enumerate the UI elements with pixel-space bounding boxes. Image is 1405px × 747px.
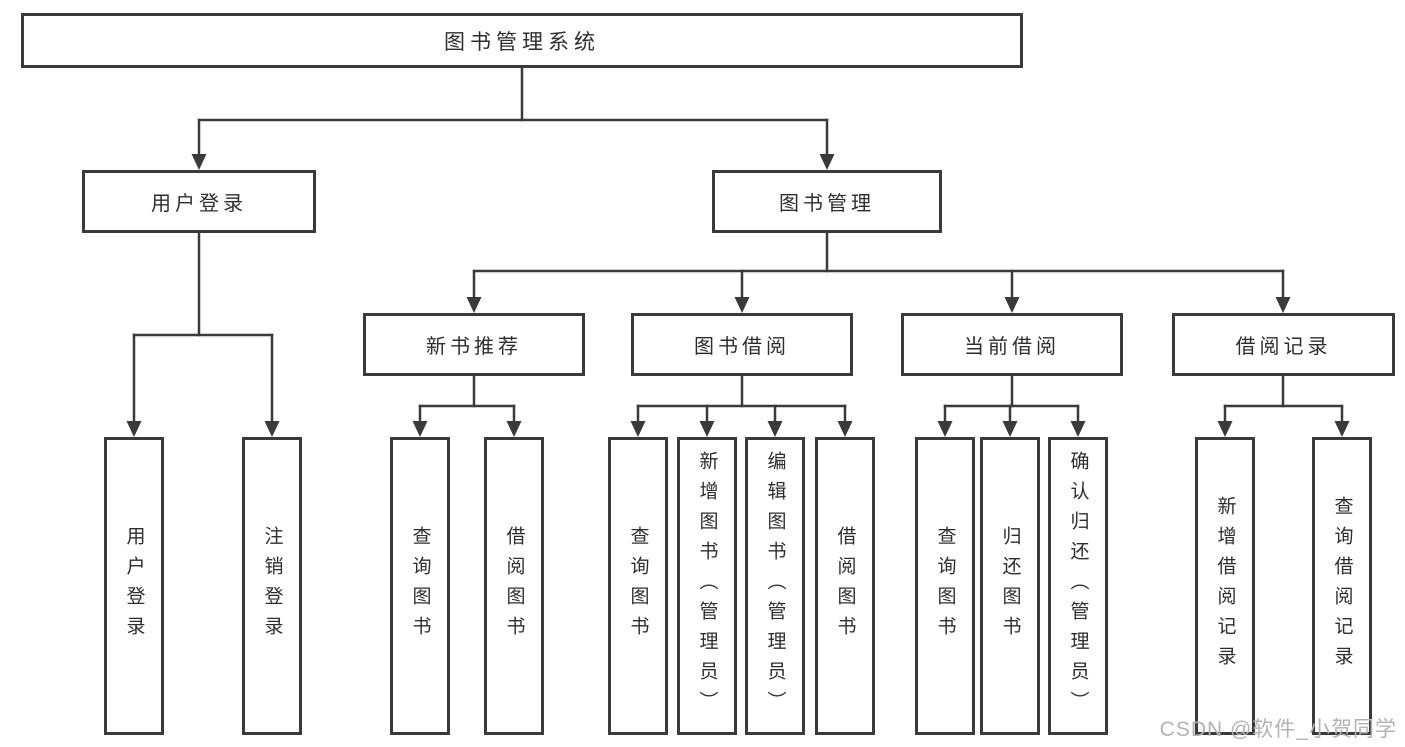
leaf-search-book-recommend: 查询图书 xyxy=(390,437,450,735)
leaf-search-book-current-label: 查询图书 xyxy=(934,526,956,646)
leaf-search-book-current: 查询图书 xyxy=(915,437,975,735)
leaf-logout: 注销登录 xyxy=(242,437,302,735)
edge-user-login-to-leaves xyxy=(132,230,274,425)
node-book-management: 图书管理 xyxy=(712,170,942,233)
leaf-search-book-borrow: 查询图书 xyxy=(608,437,668,735)
leaf-edit-book-admin-label: 编辑图书（管理员） xyxy=(764,451,786,721)
edge-borrow-record-to-leaves xyxy=(1223,373,1344,425)
node-user-login: 用户登录 xyxy=(82,170,316,233)
node-root-label: 图书管理系统 xyxy=(444,30,600,54)
node-book-management-label: 图书管理 xyxy=(779,193,875,215)
arrowheads xyxy=(126,154,1350,437)
csdn-watermark: CSDN @软件_小贺同学 xyxy=(1159,718,1397,741)
leaf-borrow-book-label: 借阅图书 xyxy=(834,526,856,646)
leaf-user-login-label: 用户登录 xyxy=(123,526,145,646)
leaf-search-book-recommend-label: 查询图书 xyxy=(409,526,431,646)
node-current-borrow-label: 当前借阅 xyxy=(964,336,1060,358)
edge-current-borrow-to-leaves xyxy=(943,373,1080,425)
edge-book-borrow-to-leaves xyxy=(636,373,847,425)
leaf-add-book-admin: 新增图书（管理员） xyxy=(677,437,737,735)
leaf-borrow-book-recommend: 借阅图书 xyxy=(484,437,544,735)
edge-book-management-to-level3 xyxy=(472,230,1285,303)
leaf-borrow-book: 借阅图书 xyxy=(815,437,875,735)
leaf-confirm-return-admin: 确认归还（管理员） xyxy=(1048,437,1108,735)
node-borrow-record-label: 借阅记录 xyxy=(1235,336,1332,358)
leaf-search-book-borrow-label: 查询图书 xyxy=(627,526,649,646)
leaf-add-borrow-record: 新增借阅记录 xyxy=(1195,437,1255,735)
leaf-logout-label: 注销登录 xyxy=(261,526,283,646)
leaf-search-borrow-record-label: 查询借阅记录 xyxy=(1331,496,1353,676)
leaf-user-login: 用户登录 xyxy=(104,437,164,735)
edge-new-book-recommend-to-leaves xyxy=(418,373,516,425)
node-borrow-record: 借阅记录 xyxy=(1172,313,1395,376)
node-new-book-recommend: 新书推荐 xyxy=(363,313,585,376)
leaf-add-borrow-record-label: 新增借阅记录 xyxy=(1214,496,1236,676)
leaf-return-book-label: 归还图书 xyxy=(999,526,1021,646)
node-book-borrow: 图书借阅 xyxy=(631,313,853,376)
leaf-add-book-admin-label: 新增图书（管理员） xyxy=(696,451,718,721)
leaf-return-book: 归还图书 xyxy=(980,437,1040,735)
node-new-book-recommend-label: 新书推荐 xyxy=(426,336,522,358)
leaf-borrow-book-recommend-label: 借阅图书 xyxy=(503,526,525,646)
leaf-confirm-return-admin-label: 确认归还（管理员） xyxy=(1067,451,1089,721)
node-current-borrow: 当前借阅 xyxy=(901,313,1123,376)
edge-root-to-level2 xyxy=(197,64,829,160)
leaf-edit-book-admin: 编辑图书（管理员） xyxy=(745,437,805,735)
node-book-borrow-label: 图书借阅 xyxy=(694,336,790,358)
node-user-login-label: 用户登录 xyxy=(151,193,247,215)
node-root: 图书管理系统 xyxy=(21,13,1023,68)
leaf-search-borrow-record: 查询借阅记录 xyxy=(1312,437,1372,735)
